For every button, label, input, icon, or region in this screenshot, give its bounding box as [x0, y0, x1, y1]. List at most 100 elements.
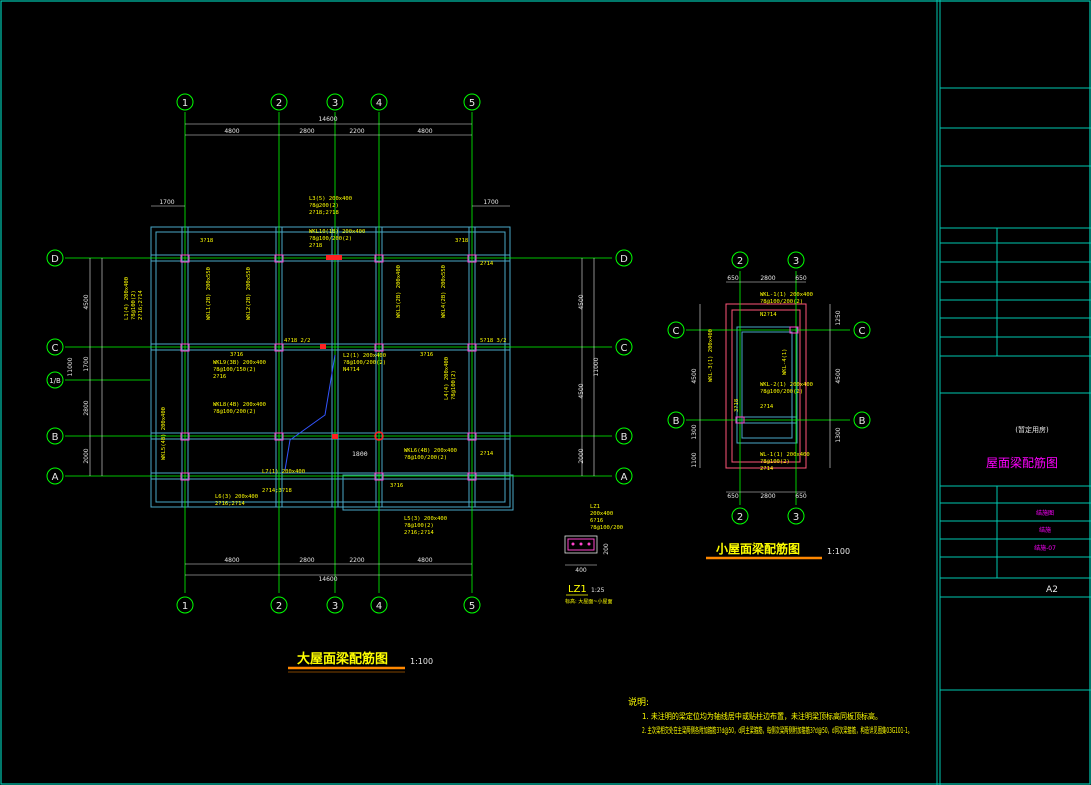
small-ann-wkl4: WKL-4(1) [782, 349, 788, 376]
ann-3-16-a: 3?16 [230, 352, 243, 358]
note-1: 1. 未注明的梁定位均为轴线居中或贴柱边布置，未注明梁顶标高同板顶标高。 [642, 711, 882, 721]
column-dim-width: 400 [575, 567, 587, 574]
span-bottom-1: 4800 [224, 557, 239, 564]
ann-wkl6: WKL6(4B) 200x400 [404, 448, 457, 454]
span-top-2: 2800 [299, 128, 314, 135]
small-top-dim-3: 650 [795, 275, 807, 282]
column-spec-4: ?8@100/200 [590, 525, 623, 531]
small-plan-title: 小屋面梁配筋图 [716, 541, 800, 556]
overhang-right: 1700 [483, 199, 498, 206]
small-grid-row-b-right: B [859, 416, 866, 427]
ann-wkl10: WKL10(1B) 200x400 [309, 229, 365, 235]
small-grid-row-c-right: C [859, 326, 866, 337]
span-top-3: 2200 [349, 128, 364, 135]
ann-l3-bar: 2?18;2?18 [309, 210, 339, 216]
small-ann-wkl2-bar: 2?14 [760, 404, 774, 410]
drawing-name: 屋面梁配筋图 [986, 455, 1058, 470]
small-ann-wkl2: WKL-2(1) 200x400 [760, 382, 813, 388]
ann-5-18: 5?18 3/2 [480, 338, 507, 344]
small-top-dim-1: 650 [727, 275, 739, 282]
left-dim-3: 2800 [83, 400, 90, 415]
grid-col-5-top: 5 [469, 98, 475, 109]
sheet-size: A2 [1046, 585, 1058, 595]
small-left-dim-2: 1300 [691, 424, 698, 439]
right-total: 11000 [593, 357, 600, 376]
span-bottom-3: 2200 [349, 557, 364, 564]
small-grid-row-c-left: C [673, 326, 680, 337]
column-label: LZ1 [568, 584, 587, 595]
ann-l5: L5(3) 200x400 [404, 516, 447, 522]
grid-row-b-right: B [621, 432, 628, 443]
dimension-lines [89, 123, 595, 576]
ann-l1: L1(4) 200x400 [124, 277, 130, 320]
ann-wkl9-bar: 2?16 [213, 374, 226, 380]
small-grid-col-3-bottom: 3 [793, 512, 799, 523]
small-top-dim-2: 2800 [760, 275, 775, 282]
small-left-dim-1: 4500 [691, 368, 698, 383]
span-bottom-4: 4800 [417, 557, 432, 564]
small-grid-col-2-bottom: 2 [737, 512, 743, 523]
ann-1800: 1800 [352, 450, 368, 458]
grid-col-2-bottom: 2 [276, 601, 282, 612]
small-ann-wl1: WL-1(1) 200x400 [760, 452, 810, 458]
small-ann-wkl1-stirrup: ?8@100/200(2) [760, 299, 803, 305]
ann-4-18: 4?18 2/2 [284, 338, 311, 344]
ann-wkl4: WKL4(2B) 200x550 [441, 265, 447, 318]
ann-3-18-b: 3?18 [455, 238, 468, 244]
grid-row-1b-left: 1/B [49, 377, 61, 385]
grid-col-1-bottom: 1 [182, 601, 188, 612]
title-stamp: (暂定用房) [1015, 425, 1049, 434]
column-spec-1: LZ1 [590, 504, 600, 510]
ann-l3-stirrup: ?8@200(2) [309, 203, 339, 209]
ann-l6-bar: 2?16;2?14 [215, 501, 245, 507]
small-grid-col-2-top: 2 [737, 256, 743, 267]
main-plan: 14600 4800 2800 2200 4800 1700 1700 4800… [46, 93, 633, 673]
left-dim-2: 1700 [83, 356, 90, 371]
dimension-text: 14600 4800 2800 2200 4800 1700 1700 4800… [67, 116, 600, 583]
beam-lines [150, 226, 514, 511]
grid-col-3-top: 3 [332, 98, 338, 109]
small-bottom-dim-3: 650 [795, 493, 807, 500]
small-right-dim-1: 1250 [835, 310, 842, 325]
left-dim-1: 4500 [83, 294, 90, 309]
ann-2-14-b: 2?14 [480, 451, 494, 457]
ann-wkl8: WKL8(4B) 200x400 [213, 402, 266, 408]
ann-wkl2: WKL2(2B) 200x550 [246, 267, 252, 320]
ann-wkl5: WKL5(4B) 200x400 [161, 407, 167, 460]
main-plan-title: 大屋面梁配筋图 [297, 651, 388, 667]
small-right-dim-3: 1300 [835, 427, 842, 442]
ann-wkl9: WKL9(3B) 200x400 [213, 360, 266, 366]
ann-l6: L6(3) 200x400 [215, 494, 258, 500]
small-grid-col-3-top: 3 [793, 256, 799, 267]
ann-l1-stirrup: ?8@100(2) [131, 290, 137, 320]
grid-lines [65, 112, 612, 593]
ann-3-16-b: 3?16 [420, 352, 433, 358]
small-plan-scale: 1:100 [827, 547, 850, 556]
grid-col-1-top: 1 [182, 98, 188, 109]
small-bottom-dim-1: 650 [727, 493, 739, 500]
red-markers [320, 255, 342, 439]
main-plan-scale: 1:100 [410, 657, 433, 666]
small-grid-row-b-left: B [673, 416, 680, 427]
right-dim-2: 4500 [578, 383, 585, 398]
small-plan: 2 3 2 3 C C B B 650 2800 650 650 2800 65… [667, 251, 871, 560]
column-spec-3: 6?16 [590, 518, 603, 524]
grid-labels: 1 2 3 4 5 1 2 3 4 5 D C 1/B B A D C B A [49, 98, 628, 612]
grid-col-2-top: 2 [276, 98, 282, 109]
overhang-left: 1700 [159, 199, 174, 206]
grid-row-d-left: D [51, 254, 59, 265]
ann-3-16-c: 3?16 [390, 483, 403, 489]
grid-col-4-bottom: 4 [376, 601, 382, 612]
grid-row-c-right: C [621, 343, 628, 354]
ann-wkl3: WKL3(2B) 200x400 [396, 265, 402, 318]
ann-l3: L3(5) 200x400 [309, 196, 352, 202]
small-ann-3-18: 3?18 [734, 399, 740, 412]
small-ann-wkl2-stirrup: ?8@100/200(2) [760, 389, 803, 395]
ann-l5-stirrup: ?8@100(2) [404, 523, 434, 529]
column-spec-2: 200x400 [590, 511, 613, 517]
notes-heading: 说明: [628, 696, 649, 708]
small-bottom-dim-2: 2800 [760, 493, 775, 500]
grid-bubbles [46, 93, 633, 614]
